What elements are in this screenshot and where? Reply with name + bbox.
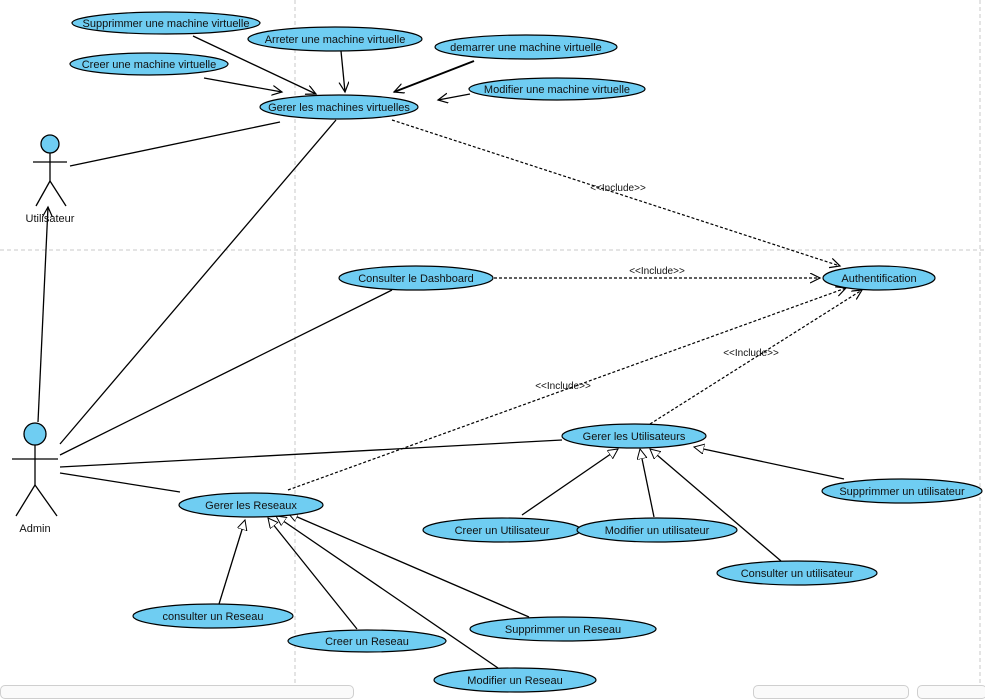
assoc-admin-gerer-reseaux[interactable]	[59, 472, 181, 493]
usecase-creer-vm[interactable]: Creer une machine virtuelle	[69, 52, 229, 76]
usecase-supprimer-user[interactable]: Supprimmer un utilisateur	[821, 478, 983, 504]
usecase-label: Creer un Reseau	[325, 636, 409, 648]
usecase-creer-reseau[interactable]: Creer un Reseau	[287, 629, 447, 653]
usecase-arreter-vm[interactable]: Arreter une machine virtuelle	[247, 26, 423, 52]
actor-utilisateur-label: Utilisateur	[26, 213, 75, 225]
edge-supprimer-reseau[interactable]	[288, 513, 530, 618]
actor-admin-label: Admin	[19, 523, 50, 535]
bottom-panel-right[interactable]	[917, 685, 985, 699]
usecase-supprimer-reseau[interactable]: Supprimmer un Reseau	[469, 616, 657, 642]
vm-extensions	[192, 35, 475, 100]
usecase-label: Modifier un utilisateur	[605, 525, 710, 537]
usecase-ellipse	[338, 265, 494, 291]
edge-consulter-user[interactable]	[650, 449, 782, 562]
assoc-admin-gerer-vm[interactable]	[59, 119, 337, 445]
edge-consulter-reseau[interactable]	[218, 520, 245, 605]
edge-creer-reseau[interactable]	[268, 518, 358, 630]
usecase-ellipse	[71, 11, 261, 35]
usecase-ellipse	[247, 26, 423, 52]
user-extensions	[521, 447, 845, 562]
usecase-dashboard[interactable]: Consulter le Dashboard	[338, 265, 494, 291]
usecase-label: Gerer les Reseaux	[205, 500, 297, 512]
usecase-gerer-reseaux[interactable]: Gerer les Reseaux	[178, 492, 324, 518]
assoc-utilisateur-gerer-vm[interactable]	[69, 121, 281, 167]
actor-head	[23, 422, 47, 446]
edge-modifier-vm[interactable]	[438, 94, 471, 100]
actor-utilisateur[interactable]	[33, 134, 67, 207]
usecase-label: Supprimmer un Reseau	[505, 624, 621, 636]
edge-modifier-user[interactable]	[640, 449, 655, 518]
usecase-label: Creer une machine virtuelle	[82, 59, 217, 71]
usecase-label: Arreter une machine virtuelle	[265, 34, 406, 46]
include-label-reseaux: <<Include>>	[535, 381, 591, 392]
usecase-label: Consulter le Dashboard	[358, 273, 474, 285]
usecase-ellipse	[821, 478, 983, 504]
associations	[59, 119, 563, 493]
usecase-ellipse	[576, 517, 738, 543]
include-label-users: <<Include>>	[723, 348, 779, 359]
include-label-vm: <<Include>>	[590, 183, 646, 194]
usecase-ellipse	[178, 492, 324, 518]
usecase-modifier-reseau[interactable]: Modifier un Reseau	[433, 667, 597, 693]
edge-supprimer-user[interactable]	[694, 447, 845, 480]
assoc-admin-dashboard[interactable]	[59, 289, 393, 456]
bottom-panel-mid[interactable]	[753, 685, 909, 699]
usecase-modifier-vm[interactable]: Modifier une machine virtuelle	[468, 77, 646, 101]
usecase-label: Modifier une machine virtuelle	[484, 84, 630, 96]
usecase-ellipse	[561, 423, 707, 449]
usecase-consulter-reseau[interactable]: consulter un Reseau	[132, 603, 294, 629]
usecase-label: demarrer une machine virtuelle	[450, 42, 602, 54]
usecase-modifier-user[interactable]: Modifier un utilisateur	[576, 517, 738, 543]
usecase-ellipse	[716, 560, 878, 586]
edge-demarrer-vm[interactable]	[394, 60, 475, 92]
edge-modifier-reseau[interactable]	[276, 516, 499, 669]
usecase-ellipse	[434, 34, 618, 60]
usecases: Supprimmer une machine virtuelle Arreter…	[69, 11, 983, 693]
usecase-ellipse	[287, 629, 447, 653]
actor-admin[interactable]	[12, 422, 58, 517]
edge-arreter-vm[interactable]	[341, 50, 345, 92]
usecase-label: Modifier un Reseau	[467, 675, 562, 687]
edge-supprimer-vm[interactable]	[192, 35, 316, 94]
usecase-label: Gerer les machines virtuelles	[268, 102, 410, 114]
usecase-supprimer-vm[interactable]: Supprimmer une machine virtuelle	[71, 11, 261, 35]
usecase-ellipse	[469, 616, 657, 642]
usecase-ellipse	[132, 603, 294, 629]
include-label-dashboard: <<Include>>	[629, 266, 685, 277]
include-vm-auth[interactable]	[391, 119, 840, 266]
usecase-authentification[interactable]: Authentification	[822, 265, 936, 291]
usecase-label: consulter un Reseau	[163, 611, 264, 623]
usecase-gerer-users[interactable]: Gerer les Utilisateurs	[561, 423, 707, 449]
usecase-ellipse	[259, 94, 419, 120]
edge-creer-user[interactable]	[521, 449, 618, 516]
include-relations	[287, 119, 862, 491]
usecase-ellipse	[433, 667, 597, 693]
usecase-ellipse	[822, 265, 936, 291]
usecase-label: Consulter un utilisateur	[741, 568, 854, 580]
usecase-gerer-vm[interactable]: Gerer les machines virtuelles	[259, 94, 419, 120]
actor-head	[40, 134, 60, 154]
include-reseaux-auth[interactable]	[287, 288, 846, 491]
usecase-label: Creer un Utilisateur	[455, 525, 550, 537]
reseau-extensions	[218, 513, 530, 669]
usecase-ellipse	[468, 77, 646, 101]
include-labels: <<Include>> <<Include>> <<Include>> <<In…	[535, 183, 779, 392]
usecase-label: Supprimmer une machine virtuelle	[83, 18, 250, 30]
assoc-admin-gerer-users[interactable]	[59, 439, 563, 468]
usecase-creer-user[interactable]: Creer un Utilisateur	[422, 517, 582, 543]
usecase-label: Supprimmer un utilisateur	[839, 486, 965, 498]
edge-creer-vm[interactable]	[203, 77, 282, 92]
include-users-auth[interactable]	[649, 290, 862, 425]
usecase-demarrer-vm[interactable]: demarrer une machine virtuelle	[434, 34, 618, 60]
usecase-label: Authentification	[841, 273, 916, 285]
generalization-admin-utilisateur[interactable]	[37, 207, 48, 423]
usecase-label: Gerer les Utilisateurs	[583, 431, 686, 443]
bottom-panel-left[interactable]	[0, 685, 354, 699]
usecase-consulter-user[interactable]: Consulter un utilisateur	[716, 560, 878, 586]
usecase-ellipse	[69, 52, 229, 76]
